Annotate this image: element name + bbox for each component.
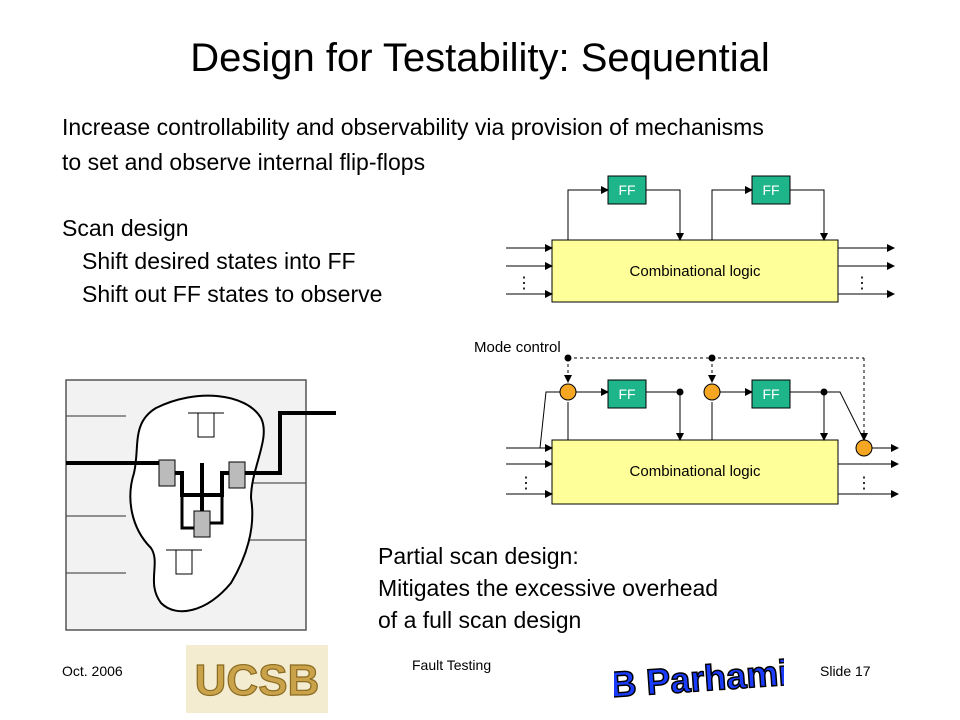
- input-ellipsis: ⋮: [516, 275, 532, 292]
- footer-title: Fault Testing: [412, 657, 492, 673]
- mux-3: [855, 439, 873, 457]
- slide-title: Design for Testability: Sequential: [190, 36, 770, 80]
- ff-label: FF: [618, 386, 635, 402]
- intro-line-1: Increase controllability and observabili…: [62, 114, 764, 140]
- mode-control-label: Mode control: [474, 339, 561, 356]
- ff-label: FF: [618, 182, 635, 198]
- output-ellipsis: ⋮: [854, 275, 870, 292]
- ucsb-logo: UCSB: [186, 645, 328, 713]
- mux-1: [559, 383, 577, 401]
- ff-label: FF: [762, 182, 779, 198]
- scan-item-2: Shift out FF states to observe: [82, 281, 383, 307]
- footer-date: Oct. 2006: [62, 663, 123, 679]
- partial-line-1: Partial scan design:: [378, 543, 579, 569]
- author-logo-text: B Parhami: [614, 652, 784, 705]
- partial-scan-text: Partial scan design: Mitigates the exces…: [378, 540, 718, 636]
- intro-text: Increase controllability and observabili…: [62, 110, 902, 180]
- combinational-logic-box: Combinational logic: [551, 239, 839, 303]
- scan-heading: Scan design: [62, 215, 189, 241]
- slide-number: Slide 17: [820, 663, 871, 679]
- combinational-logic-box: Combinational logic: [551, 439, 839, 505]
- output-ellipsis: ⋮: [856, 475, 872, 492]
- scan-diagram-full: FF FF Combinational logic ⋮ ⋮: [506, 175, 895, 303]
- intro-line-2: to set and observe internal flip-flops: [62, 149, 426, 175]
- logic-blob: [129, 394, 265, 613]
- scan-design-block: Scan design Shift desired states into FF…: [62, 212, 382, 311]
- ff-box-2: FF: [751, 379, 791, 409]
- wires: [506, 388, 899, 498]
- flip-flop-group: [158, 412, 246, 575]
- ff-label: FF: [762, 386, 779, 402]
- ff-box-2: FF: [751, 175, 791, 205]
- partial-scan-illustration: [65, 379, 336, 631]
- mux-2: [703, 383, 721, 401]
- partial-line-3: of a full scan design: [378, 607, 582, 633]
- scan-item-1: Shift desired states into FF: [82, 248, 356, 274]
- partial-line-2: Mitigates the excessive overhead: [378, 575, 719, 601]
- author-logo: B Parhami: [614, 651, 784, 706]
- wires: [506, 186, 895, 298]
- ucsb-logo-text: UCSB: [195, 656, 320, 705]
- logic-label: Combinational logic: [630, 263, 761, 280]
- logic-label: Combinational logic: [630, 463, 761, 480]
- scan-diagram-mode-control: Mode control FF FF Combinational logic ⋮: [474, 339, 899, 505]
- input-ellipsis: ⋮: [518, 475, 534, 492]
- ff-box-1: FF: [607, 175, 647, 205]
- ff-box-1: FF: [607, 379, 647, 409]
